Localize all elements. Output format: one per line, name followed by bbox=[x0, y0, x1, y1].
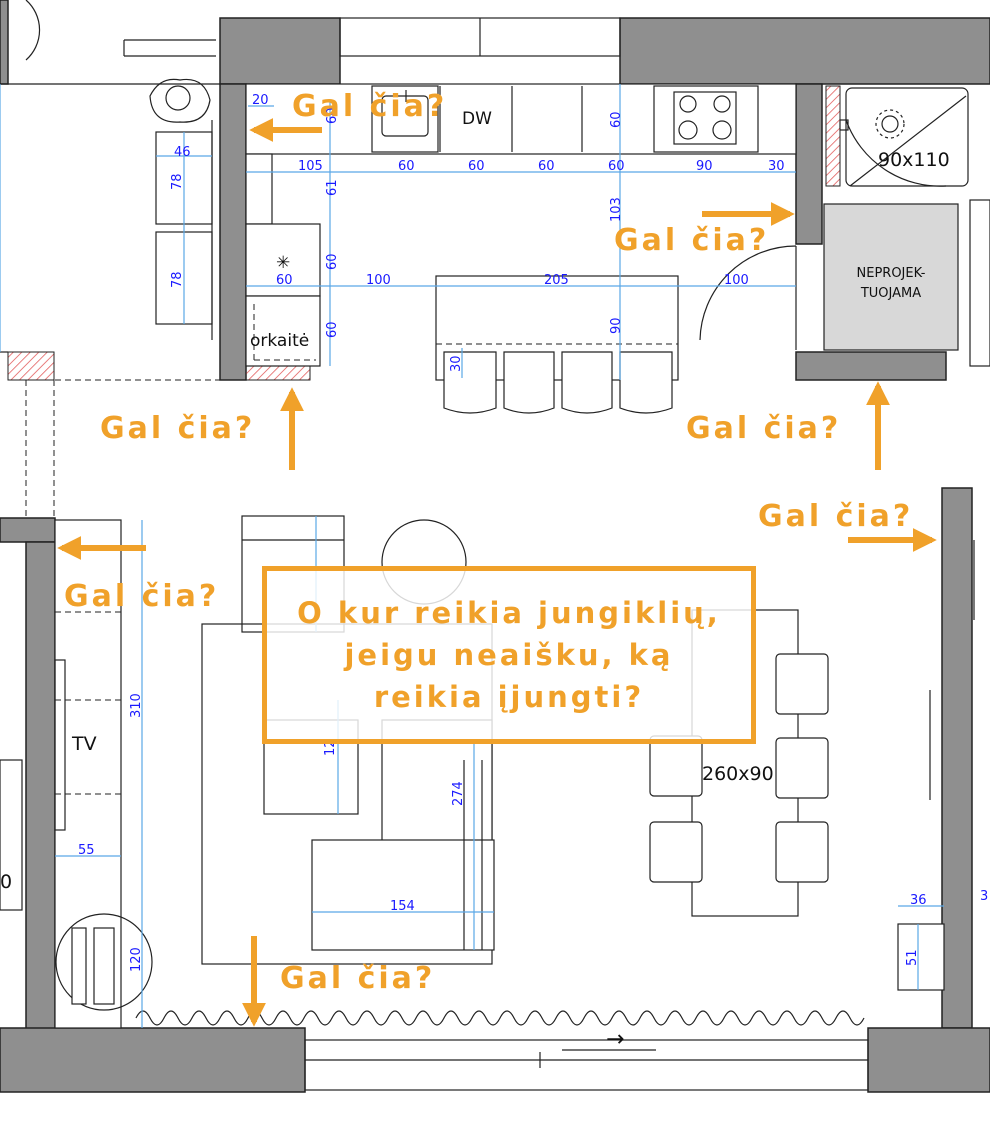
dishwasher-label: DW bbox=[462, 109, 492, 129]
dim-51: 51 bbox=[905, 949, 920, 966]
question-bottom: Gal čia? bbox=[280, 961, 435, 996]
stools bbox=[443, 351, 673, 414]
dim-46: 46 bbox=[174, 145, 191, 160]
kitchen-island bbox=[435, 275, 679, 414]
dim-30: 30 bbox=[768, 159, 785, 174]
dim-60b: 60 bbox=[468, 159, 485, 174]
dim-105: 105 bbox=[298, 159, 323, 174]
unplanned-label-1: NEPROJEK- bbox=[857, 266, 926, 281]
dim-60-stove: 60 bbox=[609, 111, 624, 128]
dim-90: 90 bbox=[696, 159, 713, 174]
dim-120-left: 120 bbox=[129, 947, 144, 972]
dimension-lines bbox=[0, 84, 944, 1028]
tv-wall bbox=[0, 519, 153, 1029]
dim-36: 36 bbox=[910, 893, 927, 908]
dim-90-island: 90 bbox=[609, 317, 624, 334]
right-room bbox=[897, 540, 975, 991]
top-window bbox=[25, 0, 621, 61]
question-right-upper: Gal čia? bbox=[686, 411, 841, 446]
dim-100-right: 100 bbox=[724, 273, 749, 288]
dim-60-mid: 60 bbox=[325, 253, 340, 270]
star-icon: ✳ bbox=[276, 253, 290, 273]
dim-3-partial: 3 bbox=[980, 889, 988, 904]
dim-61: 61 bbox=[325, 179, 340, 196]
dim-154: 154 bbox=[390, 899, 415, 914]
switch-question-callout: O kur reikia jungiklių, jeigu neaišku, k… bbox=[262, 566, 756, 744]
dim-78b: 78 bbox=[170, 271, 185, 288]
dim-60-sink: 60 bbox=[325, 107, 340, 124]
dining-area bbox=[649, 609, 829, 917]
kitchen-counter bbox=[245, 83, 797, 367]
dim-60a: 60 bbox=[398, 159, 415, 174]
question-right-lower: Gal čia? bbox=[758, 499, 913, 534]
shower-label: 90x110 bbox=[878, 149, 950, 171]
dim-60c: 60 bbox=[538, 159, 555, 174]
door-arrow-icon: → bbox=[606, 1027, 624, 1052]
question-left-lower: Gal čia? bbox=[64, 579, 219, 614]
tv-label: TV bbox=[71, 733, 97, 755]
dim-274: 274 bbox=[451, 781, 466, 806]
dim-78a: 78 bbox=[170, 173, 185, 190]
dim-103: 103 bbox=[609, 197, 624, 222]
dim-30-island: 30 bbox=[449, 355, 464, 372]
dim-60d: 60 bbox=[608, 159, 625, 174]
question-left-mid: Gal čia? bbox=[100, 411, 255, 446]
question-top: Gal čia? bbox=[292, 89, 447, 124]
dim-55: 55 bbox=[78, 843, 95, 858]
oven-label: orkaitė bbox=[250, 331, 309, 351]
unplanned-label-2: TUOJAMA bbox=[860, 286, 921, 301]
annotation-arrows bbox=[57, 118, 937, 1027]
dim-205: 205 bbox=[544, 273, 569, 288]
dim-60-low: 60 bbox=[325, 321, 340, 338]
dining-table-label: 260x90 bbox=[702, 763, 774, 785]
shower bbox=[699, 87, 990, 367]
dim-0-partial: 0 bbox=[0, 871, 12, 893]
annotation-questions: Gal čia? Gal čia? Gal čia? Gal čia? Gal … bbox=[64, 89, 913, 996]
dim-60-h: 60 bbox=[276, 273, 293, 288]
hatched-walls bbox=[7, 85, 841, 381]
dim-100-left: 100 bbox=[366, 273, 391, 288]
question-right-mid: Gal čia? bbox=[614, 223, 769, 258]
dim-20: 20 bbox=[252, 93, 269, 108]
room-labels: DW 90x110 NEPROJEK- TUOJAMA orkaitė TV 2… bbox=[71, 109, 950, 1052]
walls bbox=[0, 0, 990, 1093]
dim-310: 310 bbox=[129, 693, 144, 718]
